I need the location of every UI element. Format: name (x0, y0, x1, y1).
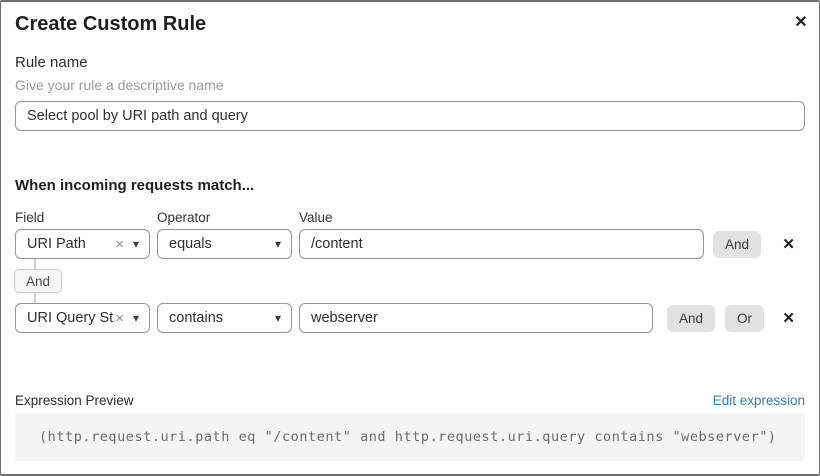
connector-line (34, 259, 36, 269)
connector-and-badge[interactable]: And (14, 269, 63, 293)
rule-name-hint: Give your rule a descriptive name (15, 77, 224, 93)
connector-line (34, 293, 36, 303)
dialog-title: Create Custom Rule (15, 13, 207, 35)
condition-column-labels: Field Operator Value (15, 210, 805, 226)
expression-preview-header: Expression Preview Edit expression (15, 393, 805, 409)
chevron-down-icon: ▾ (132, 311, 139, 325)
operator-column-label: Operator (157, 210, 211, 225)
field-select-value: URI Query St... (27, 310, 115, 326)
operator-select[interactable]: contains ▾ (157, 303, 292, 333)
clear-icon[interactable]: × (115, 309, 124, 327)
clear-icon[interactable]: × (115, 235, 124, 253)
operator-select-value: equals (169, 236, 212, 252)
add-and-condition-button[interactable]: And (713, 230, 762, 258)
value-input[interactable] (299, 229, 704, 259)
value-input[interactable] (299, 303, 653, 333)
field-select[interactable]: URI Path × ▾ (15, 229, 150, 259)
close-icon[interactable]: ✕ (789, 10, 813, 34)
remove-condition-icon[interactable]: ✕ (782, 309, 795, 327)
chevron-down-icon: ▾ (274, 237, 281, 251)
match-heading: When incoming requests match... (15, 177, 255, 194)
field-select[interactable]: URI Query St... × ▾ (15, 303, 150, 333)
field-select-value: URI Path (27, 236, 86, 252)
condition-connector: And (14, 259, 805, 303)
rule-name-label: Rule name (15, 54, 88, 71)
field-column-label: Field (15, 210, 45, 225)
operator-select[interactable]: equals ▾ (157, 229, 292, 259)
condition-row: URI Path × ▾ equals ▾ And ✕ (15, 229, 805, 259)
operator-select-value: contains (169, 310, 224, 326)
expression-code: (http.request.uri.path eq "/content" and… (15, 413, 805, 461)
value-column-label: Value (299, 210, 333, 225)
add-or-condition-button[interactable]: Or (725, 304, 765, 332)
chevron-down-icon: ▾ (132, 237, 139, 251)
rule-name-input[interactable] (15, 101, 805, 131)
condition-row: URI Query St... × ▾ contains ▾ And Or ✕ (15, 303, 805, 333)
chevron-down-icon: ▾ (274, 311, 281, 325)
add-and-condition-button[interactable]: And (667, 304, 716, 332)
edit-expression-link[interactable]: Edit expression (712, 393, 805, 408)
expression-preview-label: Expression Preview (15, 393, 134, 408)
remove-condition-icon[interactable]: ✕ (782, 235, 795, 253)
